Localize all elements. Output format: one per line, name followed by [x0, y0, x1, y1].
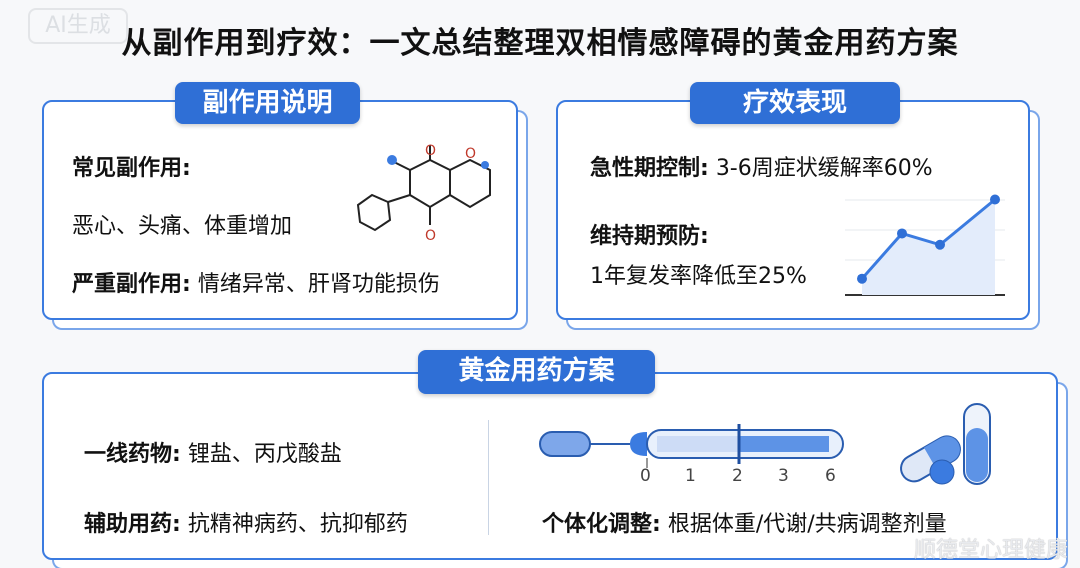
regimen-panel: [42, 372, 1058, 560]
scale-tick: 3: [778, 466, 789, 486]
trend-area: [862, 199, 995, 295]
syringe-icon: [539, 424, 844, 468]
trend-point: [935, 239, 945, 250]
molecule-structure-icon: O O O: [356, 143, 491, 244]
maint-value: 1年复发率降低至25%: [590, 264, 807, 289]
trend-point: [857, 273, 867, 284]
common-items: 恶心、头痛、体重增加: [72, 214, 293, 239]
maint-label: 维持期预防:: [590, 224, 709, 249]
efficacy-header: 疗效表现: [690, 82, 900, 124]
severe-label: 严重副作用:: [72, 272, 191, 297]
first-line-row: 一线药物: 锂盐、丙戊酸盐: [84, 436, 342, 468]
page-title: 从副作用到疗效：一文总结整理双相情感障碍的黄金用药方案: [121, 26, 959, 61]
scale-tick: 1: [685, 466, 696, 486]
severe-items: 情绪异常、肝肾功能损伤: [197, 272, 440, 297]
acute-row: 急性期控制: 3-6周症状缓解率60%: [590, 150, 933, 182]
aux-label: 辅助用药:: [84, 512, 181, 537]
acute-label: 急性期控制:: [590, 156, 709, 181]
first-label: 一线药物:: [84, 442, 181, 467]
first-value: 锂盐、丙戊酸盐: [187, 442, 342, 467]
side-effects-panel: [42, 100, 518, 320]
side-effects-header: 副作用说明: [175, 82, 360, 124]
personal-label: 个体化调整:: [542, 512, 661, 537]
scale-tick: 2: [732, 466, 743, 486]
aux-row: 辅助用药: 抗精神病药、抗抑郁药: [84, 506, 408, 538]
trend-chart: [845, 194, 1005, 296]
personal-value: 根据体重/代谢/共病调整剂量: [667, 512, 947, 537]
trend-point: [990, 194, 1000, 205]
divider: [488, 420, 489, 535]
severe-row: 严重副作用: 情绪异常、肝肾功能损伤: [72, 266, 440, 298]
svg-text:O: O: [425, 143, 436, 159]
aux-value: 抗精神病药、抗抑郁药: [187, 512, 408, 537]
trend-line: [860, 198, 996, 280]
signature-watermark: 顺德堂心理健康: [913, 538, 1068, 563]
scale-tick: 0: [640, 466, 651, 486]
ai-watermark: AI生成: [28, 8, 128, 44]
trend-point: [897, 228, 907, 239]
regimen-header: 黄金用药方案: [418, 350, 655, 394]
svg-text:O: O: [465, 146, 476, 162]
pill-testtube-icon: [900, 403, 991, 485]
common-label: 常见副作用:: [72, 156, 191, 181]
svg-text:O: O: [425, 228, 436, 244]
scale-tick: 6: [825, 466, 836, 486]
acute-value: 3-6周症状缓解率60%: [715, 156, 933, 181]
personal-row: 个体化调整: 根据体重/代谢/共病调整剂量: [542, 506, 947, 538]
